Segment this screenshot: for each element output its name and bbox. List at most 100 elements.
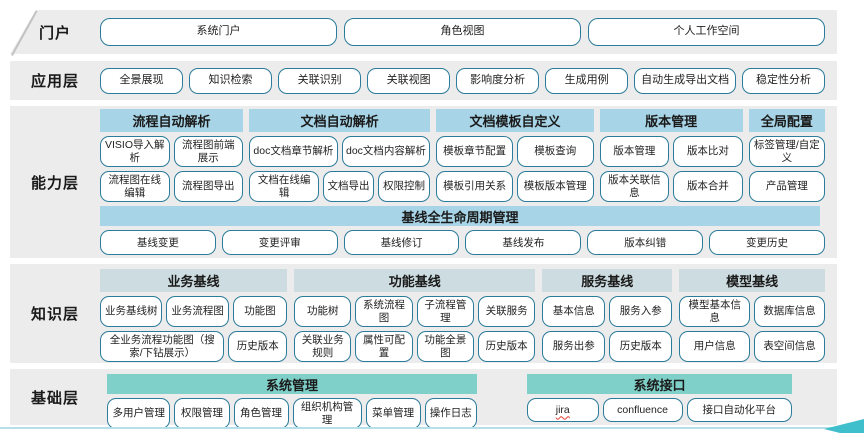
module-box: 功能图 bbox=[232, 296, 288, 328]
module-box-jira: jira bbox=[527, 398, 599, 422]
module-box: 关联视图 bbox=[367, 67, 451, 94]
group-header: 文档模板自定义 bbox=[436, 109, 594, 132]
module-box: 功能全景图 bbox=[416, 331, 475, 363]
module-box: 子流程管理 bbox=[416, 296, 475, 328]
module-box: 基线修订 bbox=[343, 230, 460, 256]
group-header: 文档自动解析 bbox=[249, 109, 431, 132]
module-box: 流程图在线编辑 bbox=[100, 171, 170, 203]
module-box: 生成用例 bbox=[545, 67, 629, 94]
group-header: 版本管理 bbox=[599, 109, 743, 132]
module-box: 稳定性分析 bbox=[741, 67, 825, 94]
knowledge-group-service-baseline: 服务基线 基本信息 服务入参 服务出参 历史版本 bbox=[542, 269, 673, 363]
module-box: 全业务流程功能图（搜索/下钻展示） bbox=[100, 331, 225, 363]
capability-group-doc-template: 文档模板自定义 模板章节配置 模板查询 模板引用关系 模板版本管理 bbox=[436, 109, 594, 203]
group-header: 模型基线 bbox=[679, 269, 825, 292]
foundation-group-system-interface: 系统接口 jira confluence 接口自动化平台 bbox=[527, 374, 792, 422]
module-box: 变更评审 bbox=[221, 230, 338, 256]
module-box: 属性可配置 bbox=[355, 331, 413, 363]
capability-group-doc-parse: 文档自动解析 doc文档章节解析 doc文档内容解析 文档在线编辑 文档导出 权… bbox=[249, 109, 431, 203]
module-box: 菜单管理 bbox=[365, 398, 421, 430]
module-box: 文档导出 bbox=[323, 171, 374, 203]
module-box: 权限管理 bbox=[174, 398, 230, 430]
module-box: 关联服务 bbox=[478, 296, 536, 328]
module-box: 产品管理 bbox=[748, 171, 825, 203]
left-arrow-icon bbox=[824, 419, 864, 433]
layer-band-portal: 门户 系统门户 角色视图 个人工作空间 bbox=[10, 10, 837, 56]
module-box: 功能树 bbox=[294, 296, 352, 328]
module-box: 影响度分析 bbox=[456, 67, 540, 94]
layer-label-knowledge: 知识层 bbox=[30, 306, 79, 323]
module-box: 基本信息 bbox=[542, 296, 606, 328]
baseline-lifecycle-header: 基线全生命周期管理 bbox=[100, 206, 820, 227]
capability-group-global-config: 全局配置 标签管理/自定义 产品管理 bbox=[748, 109, 825, 203]
module-box: 业务流程图 bbox=[166, 296, 229, 328]
layer-band-knowledge: 知识层 业务基线 业务基线树 业务流程图 功能图 全业务流程功能图（搜索/下钻展… bbox=[10, 264, 837, 363]
capability-group-version-mgmt: 版本管理 版本管理 版本比对 版本关联信息 版本合并 bbox=[599, 109, 743, 203]
knowledge-group-business-baseline: 业务基线 业务基线树 业务流程图 功能图 全业务流程功能图（搜索/下钻展示） 历… bbox=[100, 269, 288, 363]
group-header: 业务基线 bbox=[100, 269, 288, 292]
layer-label-application: 应用层 bbox=[30, 73, 79, 90]
capability-group-process-parse: 流程自动解析 VISIO导入解析 流程图前端展示 流程图在线编辑 流程图导出 bbox=[100, 109, 244, 203]
module-box: 历史版本 bbox=[228, 331, 288, 363]
group-header: 全局配置 bbox=[748, 109, 825, 132]
layer-band-application: 应用层 全景展现 知识检索 关联识别 关联视图 影响度分析 生成用例 自动生成导… bbox=[10, 61, 837, 100]
group-header: 功能基线 bbox=[294, 269, 536, 292]
module-box: 文档在线编辑 bbox=[249, 171, 320, 203]
module-box: 基线发布 bbox=[465, 230, 582, 256]
module-box: 历史版本 bbox=[609, 331, 673, 363]
module-box: 变更历史 bbox=[709, 230, 825, 256]
module-box: 系统流程图 bbox=[355, 296, 413, 328]
module-box: 流程图前端展示 bbox=[173, 136, 244, 168]
module-box-api-automation: 接口自动化平台 bbox=[686, 398, 792, 422]
module-box: doc文档章节解析 bbox=[249, 136, 338, 168]
module-box: 版本纠错 bbox=[587, 230, 704, 256]
module-box: 版本合并 bbox=[673, 171, 743, 203]
module-box: 操作日志 bbox=[424, 398, 477, 430]
module-box: 角色管理 bbox=[233, 398, 289, 430]
group-header: 系统接口 bbox=[527, 374, 792, 394]
layer-label-capability: 能力层 bbox=[30, 174, 79, 192]
module-box: 知识检索 bbox=[189, 67, 273, 94]
module-box: 关联业务规则 bbox=[294, 331, 352, 363]
knowledge-group-model-baseline: 模型基线 模型基本信息 数据库信息 用户信息 表空间信息 bbox=[679, 269, 825, 363]
module-box: 数据库信息 bbox=[754, 296, 825, 328]
group-header: 服务基线 bbox=[542, 269, 673, 292]
knowledge-group-function-baseline: 功能基线 功能树 系统流程图 子流程管理 关联服务 关联业务规则 属性可配置 功… bbox=[294, 269, 536, 363]
module-box: 服务入参 bbox=[609, 296, 673, 328]
module-box: 用户信息 bbox=[679, 331, 751, 363]
module-box: 模型基本信息 bbox=[679, 296, 751, 328]
foundation-group-system-mgmt: 系统管理 多用户管理 权限管理 角色管理 组织机构管理 菜单管理 操作日志 bbox=[107, 374, 477, 430]
module-box: 流程图导出 bbox=[173, 171, 244, 203]
module-box: 基线变更 bbox=[100, 230, 216, 256]
layer-label-foundation: 基础层 bbox=[30, 389, 79, 407]
group-header: 流程自动解析 bbox=[100, 109, 244, 132]
module-box: 表空间信息 bbox=[754, 331, 825, 363]
module-box: doc文档内容解析 bbox=[341, 136, 431, 168]
module-box: 历史版本 bbox=[478, 331, 536, 363]
module-box: 模板查询 bbox=[516, 136, 594, 168]
module-box: 多用户管理 bbox=[107, 398, 171, 430]
module-box: 版本管理 bbox=[599, 136, 670, 168]
module-box: 版本关联信息 bbox=[599, 171, 670, 203]
module-box-personal-workspace: 个人工作空间 bbox=[588, 18, 825, 46]
module-box: 关联识别 bbox=[278, 67, 362, 94]
group-header: 系统管理 bbox=[107, 374, 477, 394]
module-box: 全景展现 bbox=[100, 67, 184, 94]
module-box: 业务基线树 bbox=[100, 296, 163, 328]
module-box: 模板章节配置 bbox=[436, 136, 513, 168]
module-box: 版本比对 bbox=[673, 136, 743, 168]
layer-band-foundation: 基础层 系统管理 多用户管理 权限管理 角色管理 组织机构管理 菜单管理 操作日… bbox=[10, 369, 837, 430]
module-box-role-view: 角色视图 bbox=[344, 18, 581, 46]
module-box-system-portal: 系统门户 bbox=[100, 18, 337, 46]
layer-band-capability: 能力层 流程自动解析 VISIO导入解析 流程图前端展示 流程图在线编辑 流程图… bbox=[10, 106, 837, 258]
module-box: 模板引用关系 bbox=[436, 171, 513, 203]
module-box: VISIO导入解析 bbox=[100, 136, 170, 168]
layer-label-portal: 门户 bbox=[38, 24, 71, 42]
module-box: 自动生成导出文档 bbox=[634, 67, 736, 94]
module-box: 服务出参 bbox=[542, 331, 606, 363]
module-box: 组织机构管理 bbox=[292, 398, 362, 430]
module-box: 模板版本管理 bbox=[516, 171, 594, 203]
bottom-divider-line bbox=[0, 427, 845, 429]
module-box: 标签管理/自定义 bbox=[748, 136, 825, 168]
